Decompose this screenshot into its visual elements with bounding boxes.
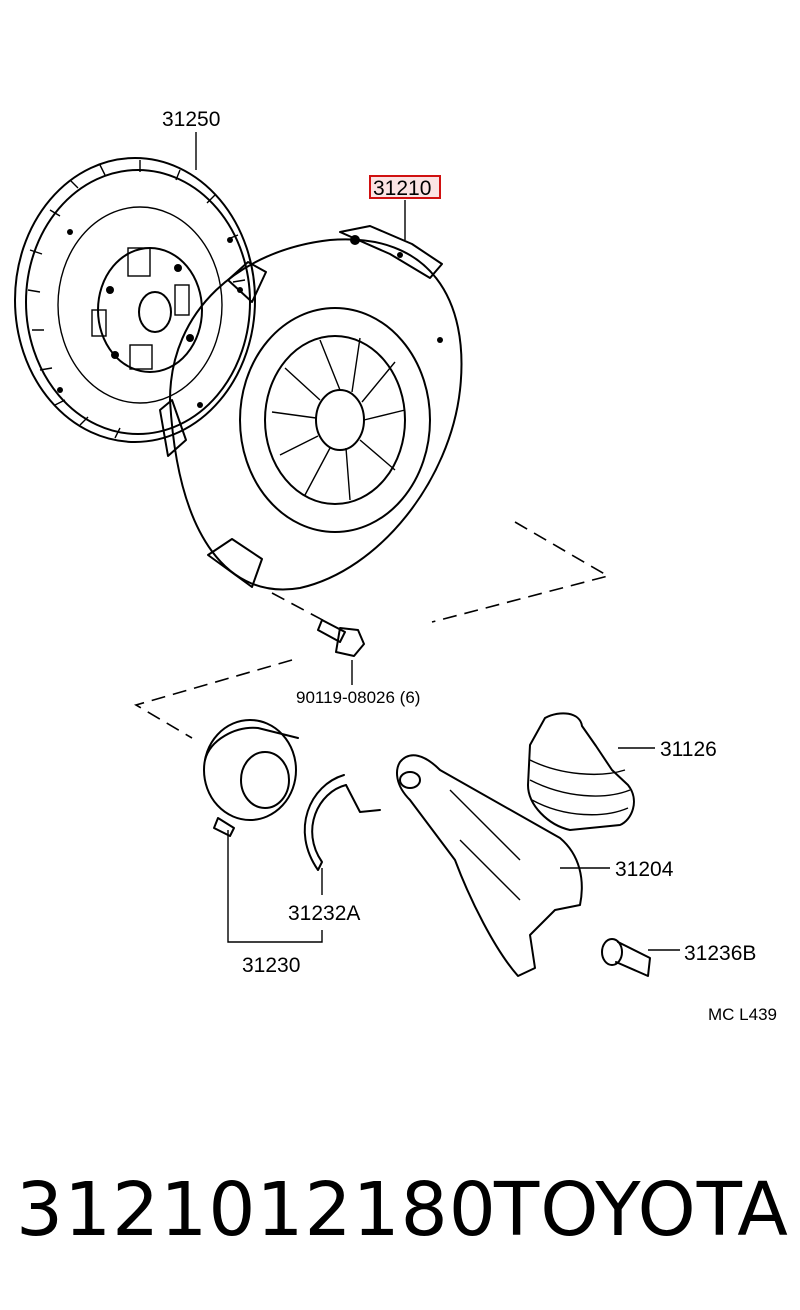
release-fork-drawing — [396, 754, 583, 977]
callout-31250: 31250 — [162, 108, 220, 131]
boot-drawing — [527, 712, 635, 831]
parts-diagram: 31250 31210 90119-08026 (6) 31126 31204 … — [14, 108, 777, 1024]
callout-31204: 31204 — [615, 858, 674, 881]
callout-31232a: 31232A — [288, 902, 360, 925]
callout-31230: 31230 — [242, 954, 300, 977]
callout-90119-08026: 90119-08026 (6) — [296, 688, 420, 707]
diagram-code: MC L439 — [708, 1005, 777, 1024]
clutch-cover-drawing — [159, 225, 463, 591]
bolt-drawing — [317, 619, 365, 657]
brand-caption: TOYOTA — [494, 1167, 789, 1253]
leader-lines — [195, 132, 680, 951]
callout-31210: 31210 — [373, 177, 431, 200]
part-number-caption: 3121012180 — [16, 1167, 497, 1253]
clutch-disc-drawing — [14, 157, 256, 443]
release-bearing-drawing — [203, 719, 299, 837]
bearing-clip-drawing — [303, 774, 381, 871]
callout-31236b: 31236B — [684, 942, 756, 965]
callout-31126: 31126 — [660, 738, 717, 761]
highlight-box — [369, 175, 441, 199]
pivot-stud-drawing — [601, 938, 651, 977]
